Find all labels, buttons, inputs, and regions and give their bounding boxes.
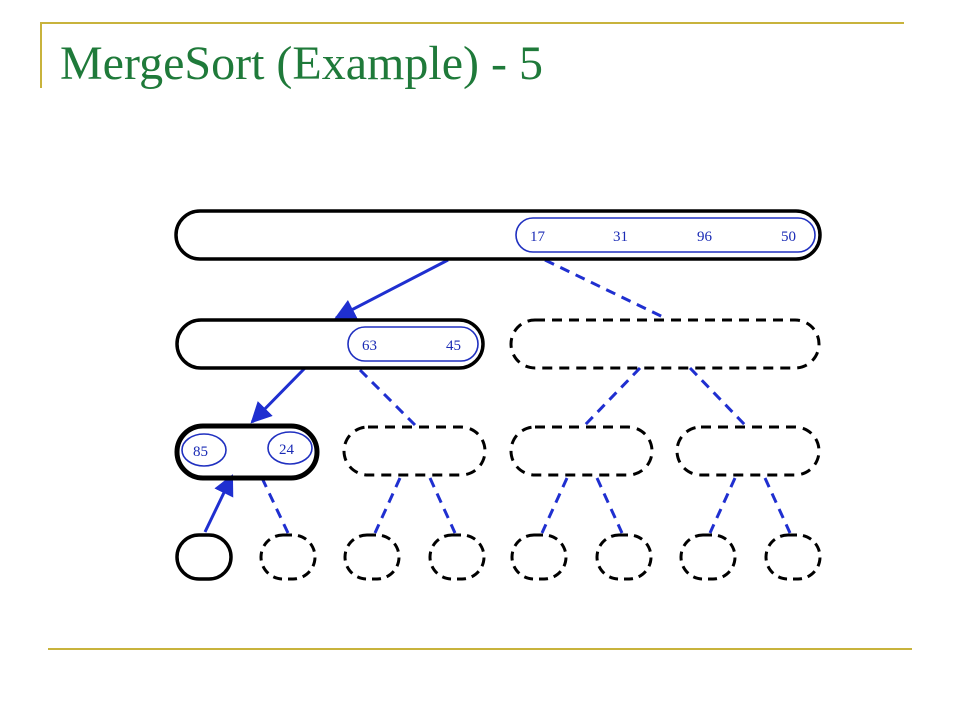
node-l3-b <box>259 533 317 581</box>
edge-l2d-to-l3h <box>763 477 792 534</box>
root-value-4: 50 <box>781 229 796 245</box>
node-l3-g <box>679 533 737 581</box>
node-l2-a-inner-left <box>181 433 227 467</box>
node-l3-e <box>510 533 568 581</box>
root-value-2: 31 <box>613 229 628 245</box>
l2-value-2: 24 <box>279 442 295 458</box>
edge-l1a-to-l2b <box>358 368 417 427</box>
edge-l1b-to-l2d <box>688 366 747 427</box>
node-l2-b <box>342 425 487 477</box>
edge-l2c-to-l3f <box>595 477 624 534</box>
edge-root-to-l1-left <box>334 258 449 320</box>
edge-l3-to-l2-left <box>203 474 234 533</box>
slide-title: MergeSort (Example) - 5 <box>60 37 543 90</box>
node-l2-d <box>675 425 821 477</box>
l1-value-1: 63 <box>362 338 377 354</box>
edge-l2b-to-l3c <box>373 477 402 534</box>
frame-top-line <box>42 22 904 24</box>
edge-l2b-to-l3d <box>428 477 457 534</box>
node-root-inner <box>515 217 816 253</box>
node-l3-a <box>175 533 233 581</box>
root-value-1: 17 <box>530 229 546 245</box>
edge-l1-to-l2-left <box>250 366 307 424</box>
l1-value-2: 45 <box>446 338 461 354</box>
frame-left-bar <box>40 22 42 88</box>
edge-root-to-l1-right <box>544 258 666 320</box>
l2-value-1: 85 <box>193 444 208 460</box>
node-l1-left-inner <box>347 326 479 362</box>
node-l3-f <box>595 533 653 581</box>
node-l3-d <box>428 533 486 581</box>
node-l2-a <box>174 423 320 481</box>
node-l3-h <box>764 533 822 581</box>
frame-bottom-line <box>48 648 912 650</box>
node-l3-c <box>343 533 401 581</box>
node-l1-left <box>175 318 485 370</box>
edge-l1b-to-l2c <box>583 366 642 427</box>
node-l2-a-inner-right <box>267 431 313 465</box>
root-value-3: 96 <box>697 229 713 245</box>
node-l2-c <box>509 425 654 477</box>
edge-l2c-to-l3e <box>540 477 569 534</box>
edge-l2d-to-l3g <box>708 477 737 534</box>
edge-l2a-to-l3b <box>260 477 290 534</box>
node-l1-right <box>509 318 821 370</box>
node-root <box>174 209 822 261</box>
